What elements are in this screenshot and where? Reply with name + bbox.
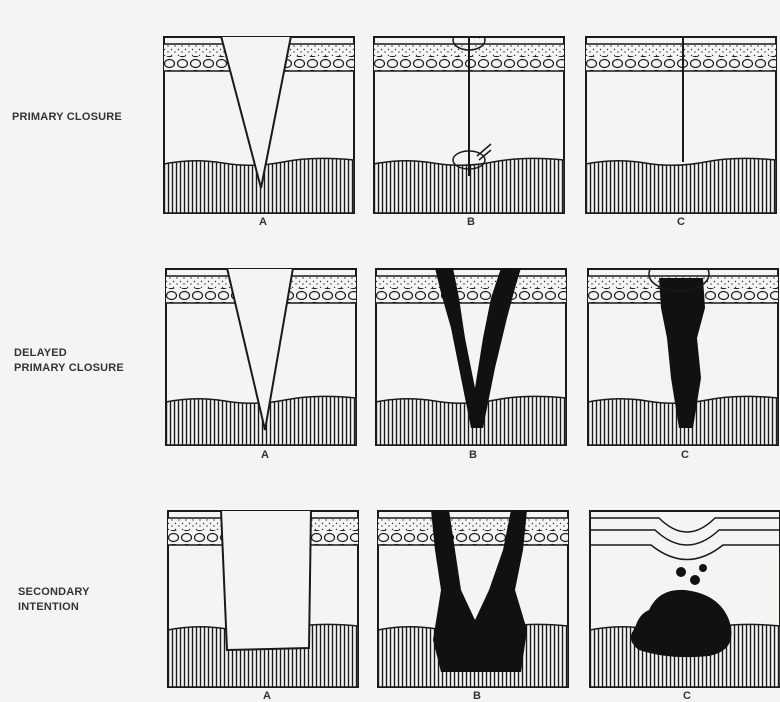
row-label-line: DELAYED (14, 346, 124, 361)
skin-diagram-sutured (373, 36, 565, 214)
panel-label: B (467, 690, 487, 702)
row-label-line: PRIMARY CLOSURE (14, 361, 124, 376)
skin-diagram-scar (589, 510, 780, 688)
panel-label: C (675, 449, 695, 461)
panel-label: B (461, 216, 481, 228)
panel-label: B (463, 449, 483, 461)
panel-primary-c (585, 36, 777, 214)
panel-label: C (671, 216, 691, 228)
skin-diagram (165, 268, 357, 446)
panel-label: A (253, 216, 273, 228)
skin-diagram-granulating (375, 268, 567, 446)
row-label-line: INTENTION (18, 600, 90, 615)
skin-diagram-delayed-suture (587, 268, 779, 446)
panel-secondary-c (589, 510, 780, 688)
panel-secondary-b (377, 510, 569, 688)
row-label-delayed-primary-closure: DELAYED PRIMARY CLOSURE (14, 346, 124, 376)
skin-diagram-open (167, 510, 359, 688)
panel-delayed-c (587, 268, 779, 446)
skin-diagram (163, 36, 355, 214)
row-label-line: SECONDARY (18, 585, 90, 600)
panel-delayed-a (165, 268, 357, 446)
panel-delayed-b (375, 268, 567, 446)
panel-label: C (677, 690, 697, 702)
panel-secondary-a (167, 510, 359, 688)
panel-primary-b (373, 36, 565, 214)
skin-diagram-granulating-open (377, 510, 569, 688)
row-label-primary-closure: PRIMARY CLOSURE (12, 110, 122, 125)
panel-primary-a (163, 36, 355, 214)
panel-label: A (257, 690, 277, 702)
panel-label: A (255, 449, 275, 461)
skin-diagram-healed (585, 36, 777, 214)
row-label-secondary-intention: SECONDARY INTENTION (18, 585, 90, 615)
